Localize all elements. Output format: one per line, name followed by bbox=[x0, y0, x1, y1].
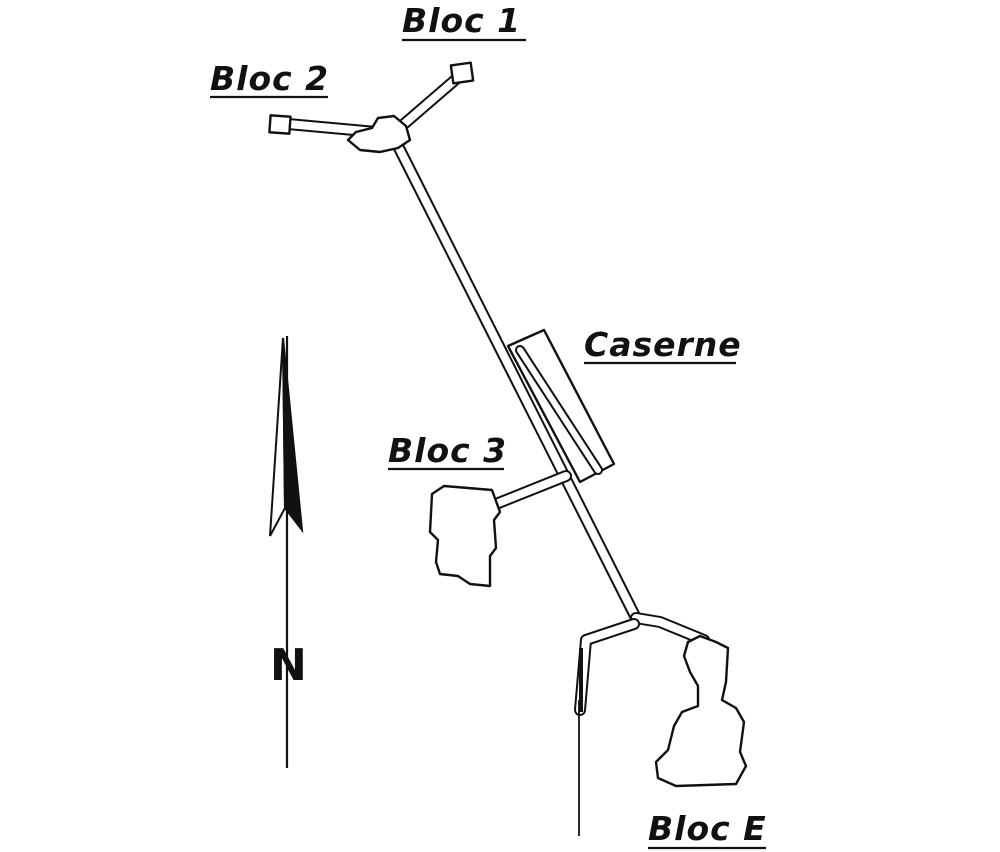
label-bloc-3: Bloc 3 bbox=[388, 431, 507, 471]
bloc-e-block bbox=[654, 634, 748, 788]
north-arrow: N bbox=[269, 336, 307, 768]
svg-text:Caserne: Caserne bbox=[584, 325, 742, 364]
north-letter: N bbox=[270, 640, 307, 691]
svg-text:Bloc 1: Bloc 1 bbox=[402, 1, 521, 40]
gallery-network bbox=[282, 68, 710, 716]
north-arrow-head-dark bbox=[282, 337, 304, 534]
bloc-2-block bbox=[268, 114, 292, 135]
label-bloc-1: Bloc 1 bbox=[402, 1, 526, 42]
bloc-3-block bbox=[428, 484, 502, 588]
label-bloc-2: Bloc 2 bbox=[210, 59, 329, 99]
bloc-1-block bbox=[449, 61, 475, 85]
svg-text:Bloc 2: Bloc 2 bbox=[210, 59, 329, 98]
hub-chamber bbox=[346, 114, 412, 154]
label-caserne: Caserne bbox=[584, 325, 742, 365]
svg-text:Bloc E: Bloc E bbox=[648, 809, 767, 848]
label-bloc-e: Bloc E bbox=[648, 809, 767, 850]
svg-text:Bloc 3: Bloc 3 bbox=[388, 431, 507, 470]
